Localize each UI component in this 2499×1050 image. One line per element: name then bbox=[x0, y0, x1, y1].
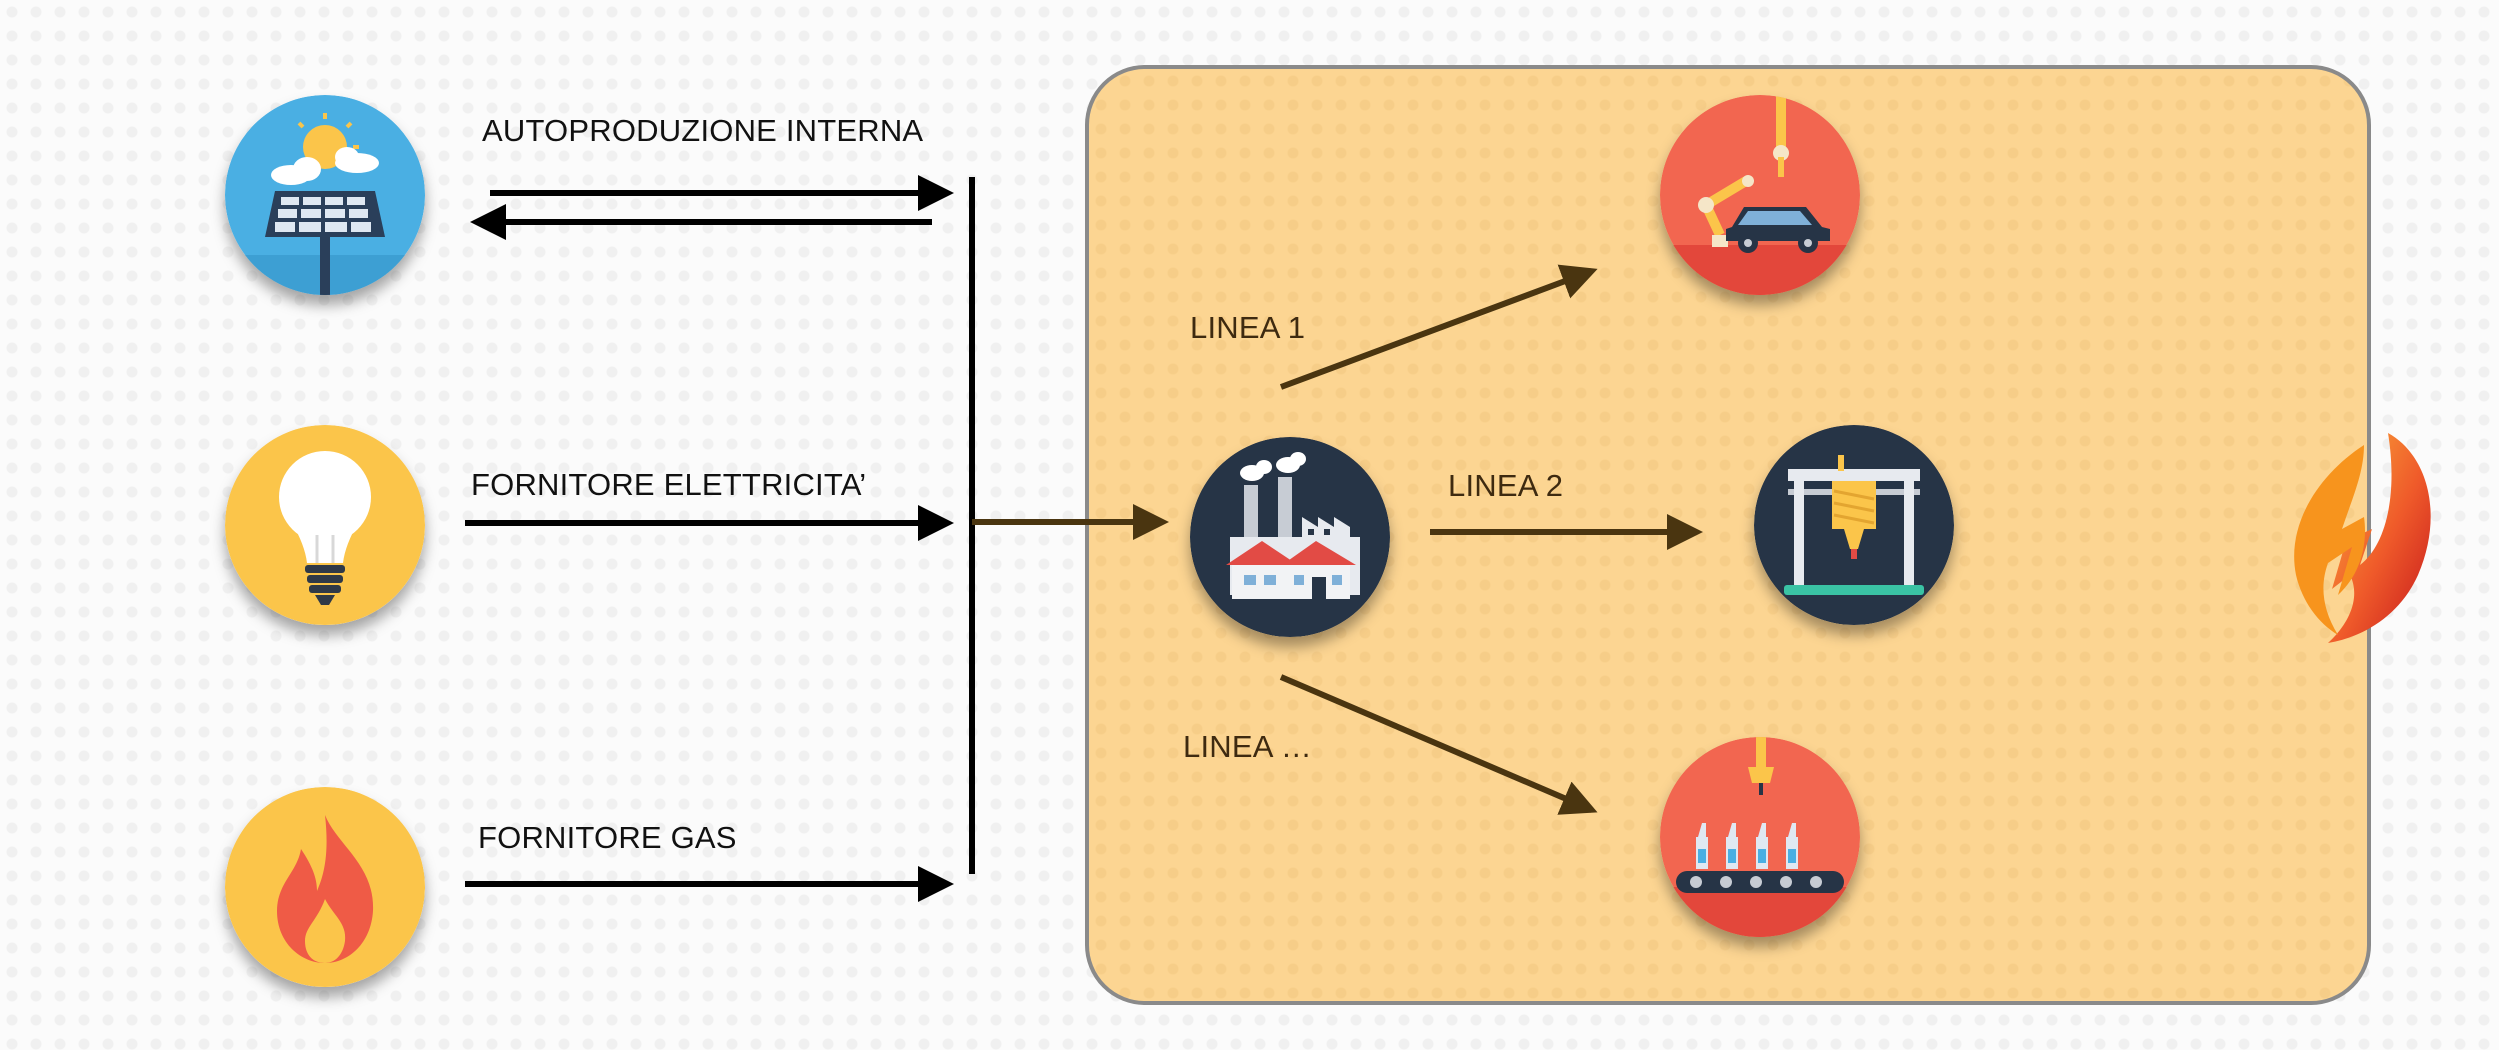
node-linea-2 bbox=[1754, 425, 1954, 625]
label-fornitore-gas: FORNITORE GAS bbox=[478, 820, 737, 855]
flame-icon bbox=[225, 787, 425, 987]
solar-panel-icon bbox=[225, 95, 425, 295]
node-linea-n bbox=[1660, 737, 1860, 937]
3d-printer-icon bbox=[1754, 425, 1954, 625]
label-fornitore-elettricita: FORNITORE ELETTRICITA’ bbox=[471, 467, 867, 502]
node-factory bbox=[1190, 437, 1390, 637]
node-linea-1 bbox=[1660, 95, 1860, 295]
light-bulb-icon bbox=[225, 425, 425, 625]
label-linea-n: LINEA … bbox=[1183, 729, 1312, 764]
label-linea-1: LINEA 1 bbox=[1190, 310, 1306, 345]
node-autoproduzione bbox=[225, 95, 425, 295]
factory-icon bbox=[1190, 437, 1390, 637]
label-linea-2: LINEA 2 bbox=[1448, 468, 1564, 503]
energy-flame-logo bbox=[2294, 433, 2431, 643]
label-autoproduzione: AUTOPRODUZIONE INTERNA bbox=[482, 113, 924, 148]
node-fornitore-gas bbox=[225, 787, 425, 987]
robot-arm-car-icon bbox=[1660, 95, 1860, 295]
node-fornitore-elettricita bbox=[225, 425, 425, 625]
bottling-conveyor-icon bbox=[1660, 737, 1860, 937]
